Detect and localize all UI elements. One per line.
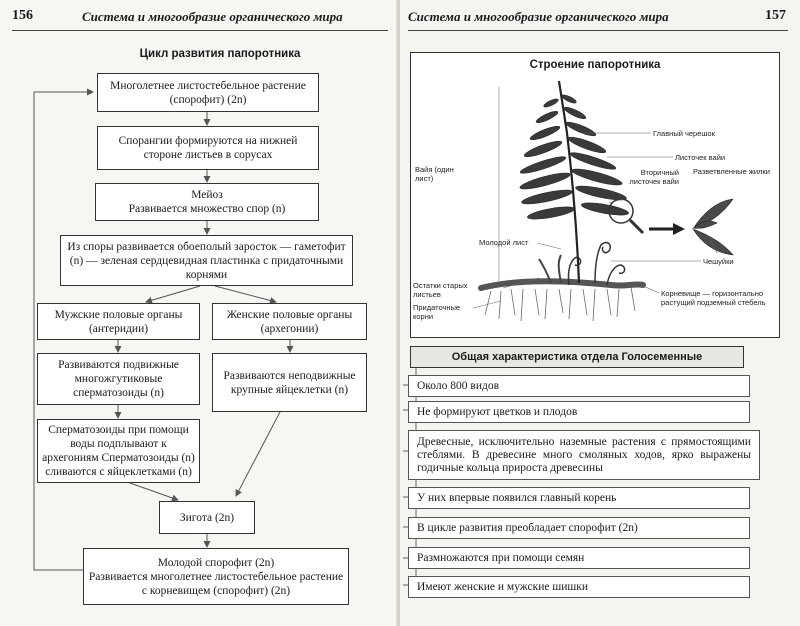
step-zygote: Зигота (2n) [159, 501, 255, 534]
step-fertilization: Сперматозоиды при помощи воды подплывают… [37, 419, 200, 483]
left-page-number: 156 [12, 8, 33, 23]
step-meiosis-line2: Развивается множество спор (n) [128, 203, 286, 215]
step-young-line2: Развивается многолетнее листостебельное … [88, 570, 344, 597]
step-meiosis: Мейоз Развивается множество спор (n) [95, 183, 319, 221]
label-branched-veins: Разветвленные жилки [693, 167, 770, 176]
label-main-petiole: Главный черешок [653, 129, 715, 138]
step-prothallus: Из споры развивается обоеполый заросток … [60, 235, 353, 286]
gymnosperm-fact-main-root: У них впервые появился главный корень [408, 487, 750, 509]
flowchart-title: Цикл развития папоротника [139, 48, 301, 60]
fern-figure: Строение папоротника [410, 52, 780, 338]
label-rhizome: Корневище — горизонтально растущий подзе… [661, 289, 766, 307]
step-sperm: Развиваются подвижные многожгутиковые сп… [37, 353, 200, 405]
step-female-organs: Женские половые органы (архегонии) [212, 303, 367, 340]
left-header-title: Система и многообразие органического мир… [82, 9, 343, 24]
label-leaflet: Листочек вайи [675, 153, 726, 162]
step-meiosis-line1: Мейоз [191, 189, 223, 201]
gymnosperm-fact-woody: Древесные, исключительно наземные растен… [408, 430, 760, 480]
right-page-header: Система и многообразие органического мир… [408, 8, 788, 31]
step-eggs: Развиваются неподвижные крупные яйцеклет… [212, 353, 367, 412]
label-frond: Вайя (один лист) [415, 165, 454, 183]
gymnosperms-title: Общая характеристика отдела Голосеменные [410, 346, 744, 368]
left-page-header: 156 Система и многообразие органического… [12, 8, 388, 31]
right-header-title: Система и многообразие органического мир… [408, 9, 669, 24]
gymnosperm-fact-species: Около 800 видов [408, 375, 750, 397]
label-scales: Чешуйки [703, 257, 734, 266]
label-old-leaf-remains: Остатки старых листьев [413, 281, 468, 299]
right-page: Система и многообразие органического мир… [400, 0, 800, 626]
step-male-organs: Мужские половые органы (антеридии) [37, 303, 200, 340]
flowchart-arrows [33, 88, 294, 571]
gymnosperm-fact-cones: Имеют женские и мужские шишки [408, 576, 750, 598]
fern-illustration [472, 80, 734, 322]
gymnosperm-fact-no-flowers: Не формируют цветков и плодов [408, 401, 750, 423]
label-young-leaf: Молодой лист [479, 238, 529, 247]
step-sporophyte: Многолетнее листостебельное растение (сп… [97, 73, 319, 112]
left-page: 156 Система и многообразие органического… [0, 0, 398, 626]
label-adventitious-roots: Придаточные корни [413, 303, 461, 321]
gymnosperm-fact-sporophyte: В цикле развития преобладает спорофит (2… [408, 517, 750, 539]
fern-figure-title: Строение папоротника [529, 59, 661, 71]
page-gutter [396, 0, 402, 626]
gymnosperm-fact-seeds: Размножаются при помощи семян [408, 547, 750, 569]
right-page-number: 157 [765, 8, 786, 23]
step-sporangia: Спорангии формируются на нижней стороне … [97, 126, 319, 170]
label-secondary-leaflet: Вторичный листочек вайи [629, 168, 679, 186]
step-young-sporophyte: Молодой спорофит (2n) Развивается многол… [83, 548, 349, 605]
step-young-line1: Молодой спорофит (2n) [157, 556, 275, 569]
